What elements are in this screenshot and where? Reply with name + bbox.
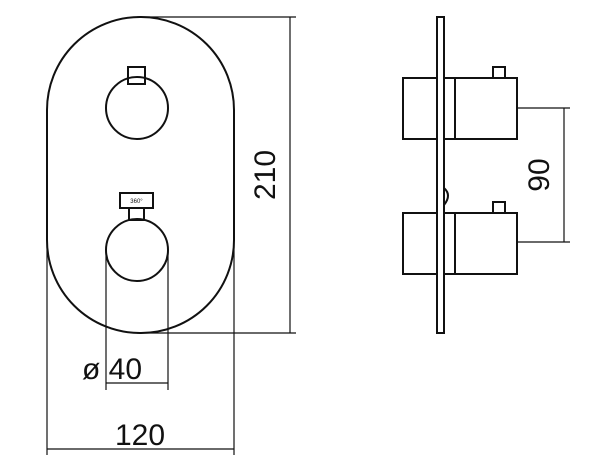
spacing-dimension-text: 90 — [523, 158, 556, 191]
side-lower-body-right — [443, 212, 518, 275]
side-lower-body-left — [402, 212, 438, 275]
side-view: 90 — [402, 16, 570, 334]
width-dimension-text: 120 — [115, 419, 165, 452]
height-dimension-text: 210 — [249, 150, 282, 200]
side-plate — [436, 16, 445, 334]
lower-handle-knob — [105, 218, 169, 282]
side-plate-bump — [443, 187, 449, 206]
side-upper-lever — [492, 66, 506, 79]
diameter-dimension-text: ø 40 — [82, 353, 142, 386]
front-plate — [46, 16, 235, 334]
upper-handle-lever — [127, 66, 146, 85]
upper-handle-knob — [105, 76, 169, 140]
upper-handle — [105, 66, 169, 140]
side-lower-lever — [492, 201, 506, 214]
side-upper-handle — [402, 66, 518, 140]
front-view: 360° ø 40 120 210 — [46, 16, 296, 455]
side-upper-body-left — [402, 77, 438, 140]
selector-label: 360° — [130, 199, 143, 205]
lower-handle: 360° — [105, 192, 169, 282]
side-lower-handle — [402, 201, 518, 275]
